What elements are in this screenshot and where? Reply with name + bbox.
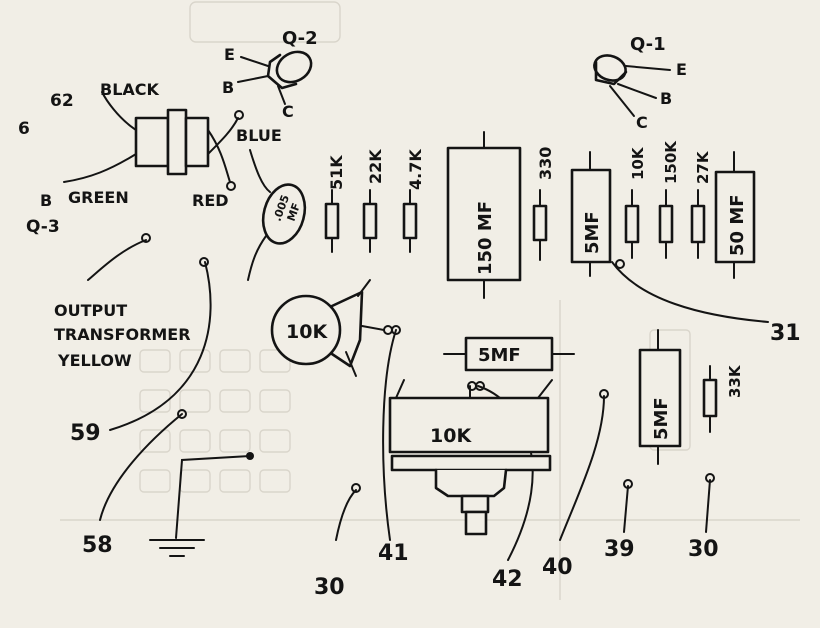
resistor-330: 330 xyxy=(532,147,555,261)
terminal-31-label: 31 xyxy=(770,321,801,346)
terminal-59-label: 59 xyxy=(70,421,101,446)
terminal-40-label: 40 xyxy=(542,555,573,580)
capacitor-150mf-label: 150 MF xyxy=(475,201,496,275)
output-transformer: BLACK 62 6 BLUE GREEN RED B Q-3 OUTPUT T… xyxy=(18,80,282,370)
lead-62-label: 62 xyxy=(50,91,74,111)
background-grid xyxy=(60,1,800,600)
resistor-10k-label: 10K xyxy=(629,146,647,180)
q3-label: Q-3 xyxy=(26,217,60,237)
lead-black-label: BLACK xyxy=(100,80,160,99)
resistor-33k: 33K xyxy=(702,364,744,433)
trim-potentiometer: 10K xyxy=(270,279,401,377)
q2-emitter-label: E xyxy=(224,45,235,64)
capacitor-5mf-a-label: 5MF xyxy=(582,211,603,254)
q1-collector-label: C xyxy=(636,113,648,132)
disc-capacitor-value-line2: MF xyxy=(285,201,304,223)
volume-potentiometer: 10K xyxy=(388,379,553,536)
q1-label: Q-1 xyxy=(630,34,666,55)
lead-red-label: RED xyxy=(192,191,229,210)
capacitor-5mf-a: 5MF xyxy=(570,151,612,277)
terminal-labels: 31 59 58 30 41 42 40 39 30 xyxy=(70,321,801,600)
capacitor-5mf-c-label: 5MF xyxy=(651,397,672,440)
capacitor-5mf-b-label: 5MF xyxy=(478,345,521,366)
capacitor-150mf: 150 MF xyxy=(446,131,522,299)
resistor-51k: 51K xyxy=(324,155,346,253)
transistor-q1: Q-1 E B C xyxy=(593,34,687,132)
resistor-27k: 27K xyxy=(690,150,712,259)
q1-base-label: B xyxy=(660,89,672,108)
terminal-39-label: 39 xyxy=(604,537,635,562)
capacitor-50mf-label: 50 MF xyxy=(727,194,748,256)
lead-b-label: B xyxy=(40,191,52,210)
q2-label: Q-2 xyxy=(282,28,318,49)
trim-pot-label: 10K xyxy=(286,321,328,343)
resistor-150k: 150K xyxy=(658,140,680,259)
transformer-caption-line3: YELLOW xyxy=(57,351,132,370)
resistor-330-label: 330 xyxy=(536,147,555,180)
wires xyxy=(87,233,769,561)
volume-pot-label: 10K xyxy=(430,425,472,447)
terminal-41-label: 41 xyxy=(378,541,409,566)
terminal-30a-label: 30 xyxy=(314,575,345,600)
capacitor-50mf: 50 MF xyxy=(714,151,756,279)
terminal-58-label: 58 xyxy=(82,533,113,558)
resistor-4-7k: 4.7K xyxy=(402,149,425,253)
lead-6-label: 6 xyxy=(18,119,30,139)
resistor-22k-label: 22K xyxy=(366,149,385,184)
resistor-33k-label: 33K xyxy=(726,364,744,398)
capacitor-5mf-b: 5MF xyxy=(443,336,575,372)
lead-blue-label: BLUE xyxy=(236,126,282,145)
resistor-150k-label: 150K xyxy=(662,140,680,184)
q1-emitter-label: E xyxy=(676,60,687,79)
q2-base-label: B xyxy=(222,78,234,97)
q2-collector-label: C xyxy=(282,102,294,121)
ground-symbol xyxy=(149,452,254,557)
terminal-30b-label: 30 xyxy=(688,537,719,562)
resistor-22k: 22K xyxy=(362,149,385,253)
terminal-42-label: 42 xyxy=(492,567,523,592)
capacitor-5mf-c: 5MF xyxy=(638,329,682,465)
resistor-27k-label: 27K xyxy=(694,150,712,184)
disc-capacitor: .005 MF xyxy=(247,149,307,281)
lead-green-label: GREEN xyxy=(68,188,129,207)
resistor-51k-label: 51K xyxy=(327,155,346,190)
resistor-4-7k-label: 4.7K xyxy=(406,149,425,190)
transistor-q2: Q-2 E B C xyxy=(222,28,318,121)
transformer-caption-line1: OUTPUT xyxy=(54,301,127,320)
transformer-caption-line2: TRANSFORMER xyxy=(54,325,191,344)
resistor-10k-top: 10K xyxy=(624,146,647,259)
